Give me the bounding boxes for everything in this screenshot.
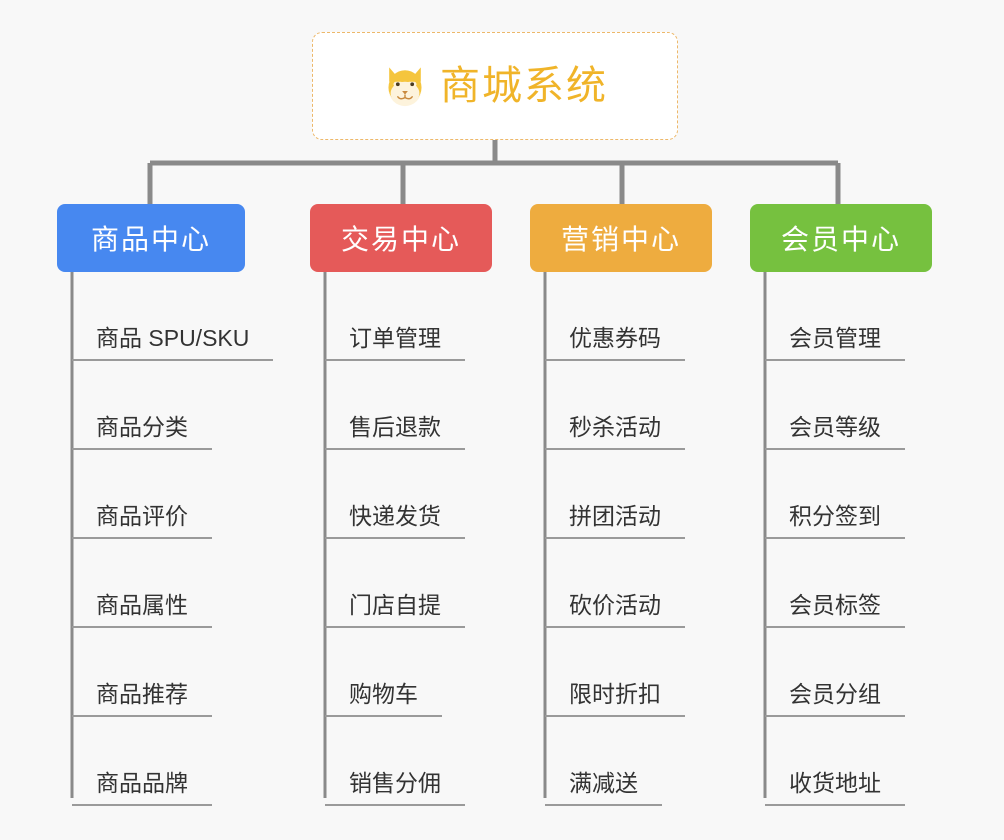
branch-label: 营销中心 xyxy=(560,224,681,255)
list-item[interactable]: 满减送 xyxy=(545,717,760,806)
list-item-label: 订单管理 xyxy=(325,325,465,361)
list-item-label: 收货地址 xyxy=(765,770,905,806)
list-item[interactable]: 购物车 xyxy=(325,628,540,717)
list-item[interactable]: 砍价活动 xyxy=(545,539,760,628)
list-item-label: 优惠券码 xyxy=(545,325,685,361)
list-item-label: 门店自提 xyxy=(325,592,465,628)
branch-column-trade: 交易中心 订单管理 售后退款 快递发货 门店自提 购物车 销售分佣 xyxy=(310,204,540,806)
list-item[interactable]: 限时折扣 xyxy=(545,628,760,717)
branch-header-trade[interactable]: 交易中心 xyxy=(310,204,492,272)
list-item[interactable]: 快递发货 xyxy=(325,450,540,539)
branch-column-member: 会员中心 会员管理 会员等级 积分签到 会员标签 会员分组 收货地址 xyxy=(750,204,980,806)
list-item[interactable]: 门店自提 xyxy=(325,539,540,628)
branch-label: 交易中心 xyxy=(340,224,461,255)
list-item-label: 商品推荐 xyxy=(72,681,212,717)
list-item[interactable]: 拼团活动 xyxy=(545,450,760,539)
list-item-label: 会员管理 xyxy=(765,325,905,361)
list-item[interactable]: 订单管理 xyxy=(325,272,540,361)
list-item[interactable]: 商品评价 xyxy=(72,450,317,539)
list-item-label: 售后退款 xyxy=(325,414,465,450)
branch-label: 商品中心 xyxy=(90,224,211,255)
branch-header-member[interactable]: 会员中心 xyxy=(750,204,932,272)
list-item[interactable]: 秒杀活动 xyxy=(545,361,760,450)
list-item-label: 拼团活动 xyxy=(545,503,685,539)
list-item[interactable]: 会员标签 xyxy=(765,539,980,628)
branch-column-marketing: 营销中心 优惠券码 秒杀活动 拼团活动 砍价活动 限时折扣 满减送 xyxy=(530,204,760,806)
list-item-label: 商品 SPU/SKU xyxy=(72,325,274,361)
list-item[interactable]: 商品品牌 xyxy=(72,717,317,806)
list-item-label: 商品分类 xyxy=(72,414,212,450)
list-item[interactable]: 商品推荐 xyxy=(72,628,317,717)
branch-header-marketing[interactable]: 营销中心 xyxy=(530,204,712,272)
list-item-label: 秒杀活动 xyxy=(545,414,685,450)
list-item-label: 商品属性 xyxy=(72,592,212,628)
list-item[interactable]: 销售分佣 xyxy=(325,717,540,806)
list-item-label: 快递发货 xyxy=(325,503,465,539)
list-item[interactable]: 会员分组 xyxy=(765,628,980,717)
branch-column-product: 商品中心 商品 SPU/SKU 商品分类 商品评价 商品属性 商品推荐 商品品牌 xyxy=(57,204,317,806)
list-item-label: 会员标签 xyxy=(765,592,905,628)
list-item[interactable]: 会员管理 xyxy=(765,272,980,361)
list-item-label: 满减送 xyxy=(545,770,662,806)
branch-item-list: 优惠券码 秒杀活动 拼团活动 砍价活动 限时折扣 满减送 xyxy=(530,272,760,806)
list-item[interactable]: 收货地址 xyxy=(765,717,980,806)
list-item-label: 会员分组 xyxy=(765,681,905,717)
list-item[interactable]: 商品属性 xyxy=(72,539,317,628)
branch-item-list: 商品 SPU/SKU 商品分类 商品评价 商品属性 商品推荐 商品品牌 xyxy=(57,272,317,806)
list-item-label: 商品品牌 xyxy=(72,770,212,806)
branch-label: 会员中心 xyxy=(780,224,901,255)
list-item[interactable]: 积分签到 xyxy=(765,450,980,539)
list-item-label: 商品评价 xyxy=(72,503,212,539)
branch-item-list: 会员管理 会员等级 积分签到 会员标签 会员分组 收货地址 xyxy=(750,272,980,806)
list-item[interactable]: 会员等级 xyxy=(765,361,980,450)
list-item[interactable]: 售后退款 xyxy=(325,361,540,450)
root-node[interactable]: 商城系统 xyxy=(312,32,678,140)
list-item[interactable]: 商品 SPU/SKU xyxy=(72,272,317,361)
list-item-label: 销售分佣 xyxy=(325,770,465,806)
list-item[interactable]: 商品分类 xyxy=(72,361,317,450)
dog-face-icon xyxy=(388,67,422,107)
list-item-label: 砍价活动 xyxy=(545,592,685,628)
list-item-label: 积分签到 xyxy=(765,503,905,539)
list-item-label: 购物车 xyxy=(325,681,442,717)
list-item-label: 限时折扣 xyxy=(545,681,685,717)
branch-item-list: 订单管理 售后退款 快递发货 门店自提 购物车 销售分佣 xyxy=(310,272,540,806)
branch-header-product[interactable]: 商品中心 xyxy=(57,204,245,272)
list-item[interactable]: 优惠券码 xyxy=(545,272,760,361)
root-title: 商城系统 xyxy=(440,64,608,108)
list-item-label: 会员等级 xyxy=(765,414,905,450)
